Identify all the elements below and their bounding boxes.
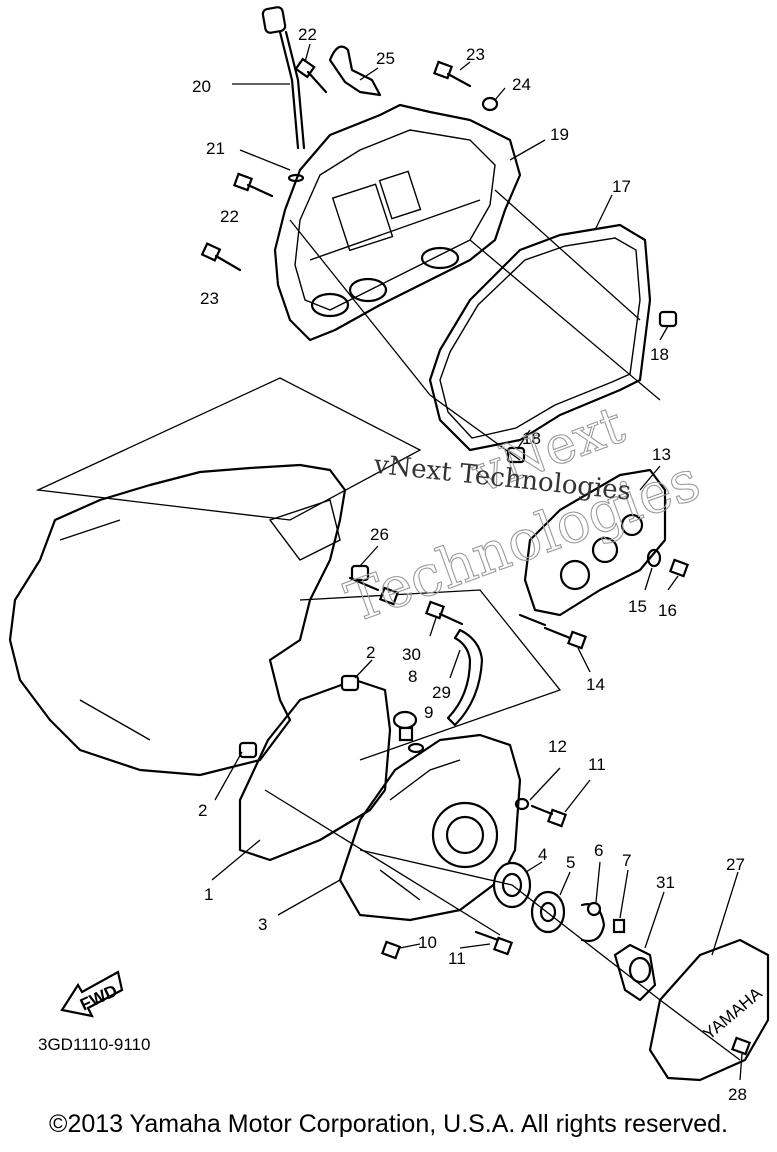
- oil-seal: [530, 890, 566, 934]
- bolt-28: [730, 1036, 752, 1056]
- diagram-code: 3GD1110-9110: [38, 1035, 150, 1054]
- sprocket-cover: [518, 468, 667, 627]
- oil-filler-plug: [392, 710, 418, 742]
- callout-20: 20: [192, 77, 211, 96]
- washer-15: [646, 548, 662, 568]
- cable-holder: [328, 45, 382, 97]
- leader-lines: [211, 43, 743, 1081]
- callout-26: 26: [370, 525, 389, 544]
- o-ring: [287, 173, 305, 183]
- callout-15: 15: [628, 597, 647, 616]
- impeller: [613, 943, 657, 1002]
- callout-22-top: 22: [298, 25, 317, 44]
- callout-28: 28: [728, 1085, 747, 1104]
- crankcase: [8, 463, 347, 777]
- dowel-pin-lower: [506, 446, 526, 464]
- callout-18-lower: 18: [522, 429, 541, 448]
- callout-13: 13: [652, 445, 671, 464]
- callout-3: 3: [258, 915, 267, 934]
- callout-23-top: 23: [466, 45, 485, 64]
- callout-6: 6: [594, 841, 603, 860]
- callout-18-upper: 18: [650, 345, 669, 364]
- bolt-30: [424, 600, 464, 626]
- clutch-cover: [273, 103, 522, 342]
- crankcase-cover: [338, 733, 522, 922]
- callout-4: 4: [538, 845, 547, 864]
- callout-12: 12: [548, 737, 567, 756]
- washer-6: [586, 901, 602, 917]
- callout-23-lower: 23: [200, 289, 219, 308]
- callout-2-lower: 2: [198, 801, 207, 820]
- gasket-lower: [238, 678, 392, 862]
- callout-7: 7: [622, 851, 631, 870]
- callout-16: 16: [658, 601, 677, 620]
- callout-24: 24: [512, 75, 531, 94]
- watermark: vNext Technologies vNext Technologies: [337, 395, 709, 637]
- screw-7: [612, 918, 626, 934]
- callout-27: 27: [726, 855, 745, 874]
- callout-10: 10: [418, 933, 437, 952]
- callout-19: 19: [550, 125, 569, 144]
- bolt-26: [348, 576, 400, 606]
- fwd-arrow: FWD: [60, 970, 124, 1018]
- callout-25: 25: [376, 49, 395, 68]
- callout-11-lower: 11: [448, 949, 466, 968]
- callout-29: 29: [432, 683, 451, 702]
- callout-30: 30: [402, 645, 421, 664]
- callout-17: 17: [612, 177, 631, 196]
- bolt-10: [380, 940, 402, 960]
- callout-2-upper: 2: [366, 643, 375, 662]
- callout-31: 31: [656, 873, 675, 892]
- bolt-23-lower: [200, 242, 242, 272]
- washer: [481, 96, 499, 112]
- dowel-2-upper: [340, 674, 360, 692]
- callout-11-upper: 11: [588, 755, 606, 774]
- bolt-22-lower: [232, 172, 274, 198]
- callout-5: 5: [566, 853, 575, 872]
- bolt-14: [543, 626, 588, 650]
- bolt-22-upper: [294, 57, 328, 94]
- bolt-12-11: [514, 797, 568, 828]
- dowel-pin-upper: [658, 310, 678, 328]
- bolt-11-lower: [474, 930, 514, 956]
- callout-22-lower: 22: [220, 207, 239, 226]
- callout-9: 9: [424, 703, 433, 722]
- pump-cover: YAMAHA: [648, 938, 770, 1082]
- dowel-2-lower: [238, 741, 258, 759]
- callout-labels: 20 22 25 23 24 19 21 22 17 23 18 18 13 2…: [192, 25, 747, 1104]
- oil-dipstick: [261, 6, 306, 150]
- bolt-16: [668, 558, 690, 578]
- svg-text:YAMAHA: YAMAHA: [699, 983, 766, 1043]
- cable-guide: [446, 628, 484, 727]
- bolt-23-upper: [432, 60, 472, 88]
- callout-1: 1: [204, 885, 213, 904]
- callout-8: 8: [408, 667, 417, 686]
- callout-21: 21: [206, 139, 225, 158]
- o-ring-9: [407, 742, 425, 754]
- copyright-notice: ©2013 Yamaha Motor Corporation, U.S.A. A…: [49, 1110, 728, 1138]
- callout-14: 14: [586, 675, 605, 694]
